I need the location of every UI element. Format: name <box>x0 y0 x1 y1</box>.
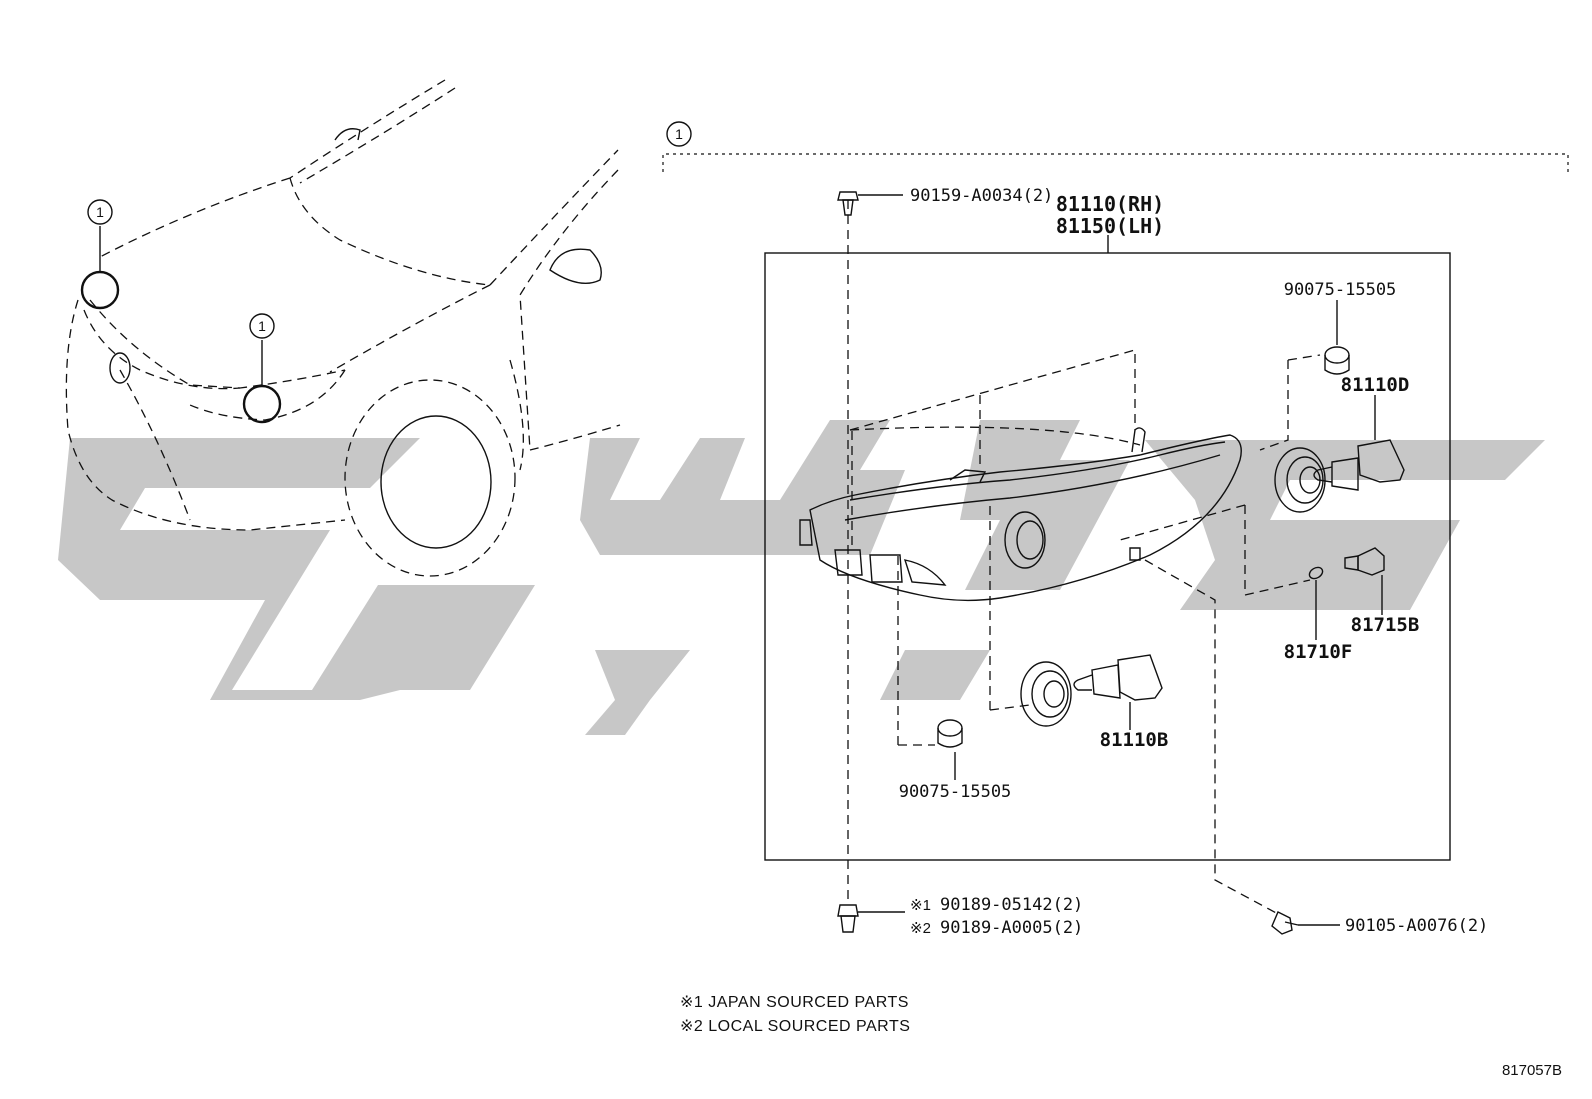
watermark-logo <box>58 420 1545 735</box>
label-headlamp-lh: 81150(LH) <box>1056 214 1164 238</box>
label-bulb-small: 81710F <box>1284 641 1353 663</box>
headlamp-location-ring-left <box>80 270 120 310</box>
high-beam-bulb <box>1313 439 1405 491</box>
label-bolt: 90105-A0076(2) <box>1345 916 1488 936</box>
bolt-bottom-right <box>1271 911 1299 935</box>
note-local-sourced: ※2 LOCAL SOURCED PARTS <box>680 1018 910 1035</box>
screw-top <box>837 191 859 216</box>
side-marker-bulb <box>1344 547 1385 576</box>
socket-cover-top <box>1324 346 1350 375</box>
label-socket-cover-bottom: 90075-15505 <box>899 782 1012 802</box>
label-bulb-side: 81715B <box>1351 614 1420 636</box>
callout-circle-1b <box>249 313 275 339</box>
low-beam-cap <box>1020 661 1072 727</box>
headlamp-location-ring-right <box>242 384 282 424</box>
label-screw-top: 90159-A0034(2) <box>910 186 1053 206</box>
callout-number-1b: 1 <box>258 318 266 334</box>
label-bulb-high: 81110D <box>1341 374 1410 396</box>
note-japan-sourced: ※1 JAPAN SOURCED PARTS <box>680 994 909 1011</box>
callout-circle-1a <box>87 199 113 225</box>
label-bulb-low: 81110B <box>1100 729 1169 751</box>
label-clip-local: 90189-A0005(2) <box>940 918 1083 938</box>
assembly-bracket: 1 <box>662 121 1569 172</box>
callout-number-1a: 1 <box>96 204 104 220</box>
label-clip-japan: 90189-05142(2) <box>940 895 1083 915</box>
vehicle-front-outline: 1 1 <box>65 79 621 577</box>
low-beam-bulb <box>1073 654 1163 701</box>
label-clip-japan-mark: ※1 <box>910 897 931 914</box>
label-socket-cover-top: 90075-15505 <box>1284 280 1397 300</box>
high-beam-cap <box>1274 447 1326 513</box>
diagram-reference-number: 817057B <box>1502 1062 1562 1079</box>
socket-cover-bottom <box>937 719 963 748</box>
label-clip-local-mark: ※2 <box>910 920 931 937</box>
assembly-guide-lines <box>847 200 1321 916</box>
small-bulb <box>1308 566 1324 580</box>
clip-bottom <box>837 904 859 933</box>
headlamp-housing <box>799 427 1242 602</box>
assembly-callout-number: 1 <box>675 126 683 142</box>
label-headlamp-rh: 81110(RH) <box>1056 192 1164 216</box>
